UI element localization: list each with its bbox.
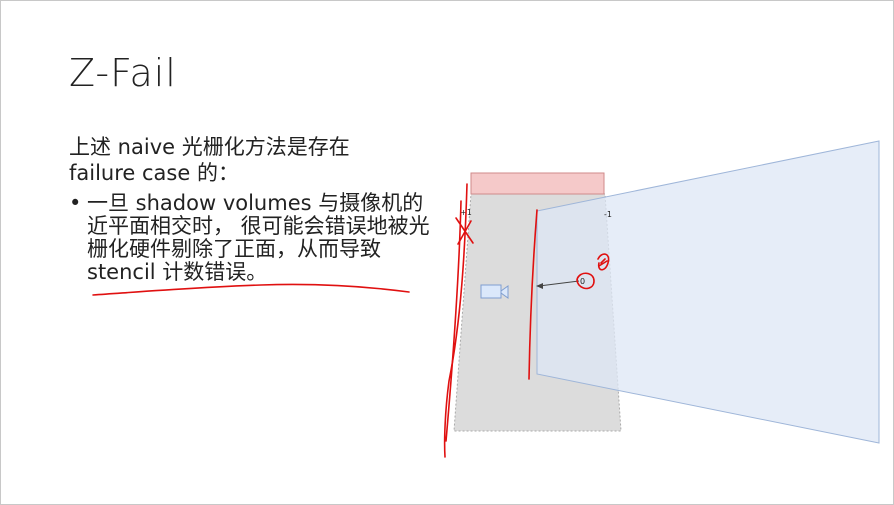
slide-title: Z-Fail [69,51,177,95]
camera-frustum [536,140,880,444]
zero-label: 0 [580,277,585,286]
red-scribble [597,253,610,271]
red-line-left-2 [445,200,462,442]
red-annotations [92,183,610,458]
view-ray [536,280,580,289]
intro-text: 上述 naive 光栅化方法是存在 failure case 的： [69,135,350,185]
near-plane-cap [470,172,605,195]
red-circle-zero [576,272,595,290]
red-line-mid [528,209,538,380]
minus-one-label: -1 [604,210,612,219]
bullet-item: • 一旦 shadow volumes 与摄像机的近平面相交时， 很可能会错误地… [69,192,439,284]
bullet-text: 一旦 shadow volumes 与摄像机的近平面相交时， 很可能会错误地被光… [87,191,430,284]
bullet-dot: • [69,191,82,215]
underline-stroke [92,283,410,296]
camera-icon [480,284,509,299]
